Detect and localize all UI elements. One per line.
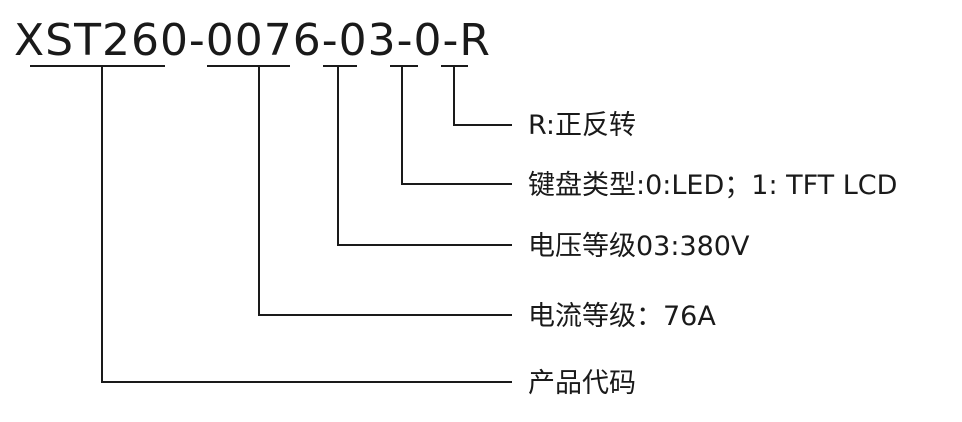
leader-voltage (337, 66, 512, 246)
leader-product (101, 66, 512, 383)
desc-rotation: R:正反转 (528, 110, 636, 141)
desc-product: 产品代码 (528, 368, 636, 399)
desc-keypad: 键盘类型:0:LED；1: TFT LCD (528, 170, 897, 201)
leader-current (258, 66, 512, 316)
model-code: XST260-0076-03-0-R (14, 15, 491, 66)
leader-rotation (453, 66, 512, 126)
desc-current: 电流等级：76A (528, 301, 716, 332)
leader-keypad (401, 66, 512, 185)
desc-voltage: 电压等级03:380V (528, 231, 750, 262)
